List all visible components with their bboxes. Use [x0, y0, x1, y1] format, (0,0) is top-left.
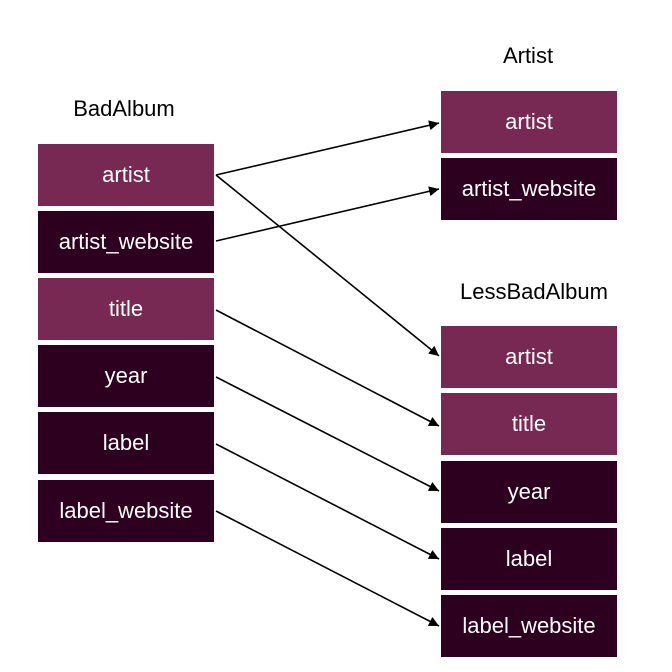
arrow-title-to-less-bad-album-title	[215, 309, 440, 427]
bad-album-field-label: label	[38, 412, 214, 474]
arrow-artist-to-artist	[215, 120, 440, 176]
arrow-artist-website-to-artist-website	[215, 186, 440, 242]
artist-field-artist-website: artist_website	[441, 158, 617, 220]
arrow-label-website-to-less-bad-album-label-website	[215, 510, 440, 627]
less-bad-album-field-label: label	[441, 528, 617, 590]
bad-album-title: BadAlbum	[73, 96, 175, 121]
bad-album-field-title: title	[38, 278, 214, 340]
less-bad-album-field-label-website: label_website	[441, 595, 617, 657]
less-bad-album-field-artist: artist	[441, 326, 617, 388]
less-bad-album-title: LessBadAlbum	[460, 279, 608, 304]
arrow-label-to-less-bad-album-label	[215, 443, 440, 560]
arrow-year-to-less-bad-album-year	[215, 376, 440, 492]
less-bad-album-field-title: title	[441, 393, 617, 455]
artist-table-title: Artist	[502, 43, 554, 68]
bad-album-field-artist-website: artist_website	[38, 211, 214, 273]
bad-album-field-year: year	[38, 345, 214, 407]
bad-album-field-label-website: label_website	[38, 480, 214, 542]
arrow-artist-to-less-bad-album-artist	[215, 174, 440, 357]
artist-field-artist: artist	[441, 91, 617, 153]
bad-album-field-artist: artist	[38, 144, 214, 206]
less-bad-album-field-year: year	[441, 461, 617, 523]
